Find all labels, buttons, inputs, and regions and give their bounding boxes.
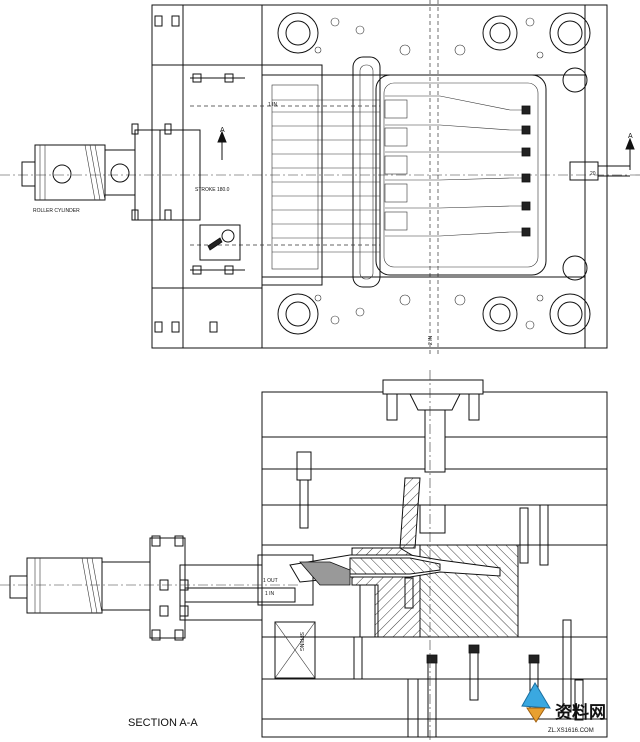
section-title: SECTION A-A	[128, 717, 198, 729]
watermark-url: ZL.XS1616.COM	[548, 728, 594, 734]
roller-cylinder-section	[9, 557, 151, 614]
limit-switch-plan	[199, 224, 241, 261]
guide-pillar-top-right	[549, 12, 591, 54]
dimension-label: 20	[590, 171, 596, 177]
in-label-section: 1 IN	[265, 591, 275, 597]
watermark-brand: 资料网	[555, 702, 606, 722]
spring-label: SPRING	[298, 632, 304, 651]
guide-pillar-bottom-right	[549, 293, 591, 335]
section-marker-left: A	[220, 127, 225, 134]
cylinder-label: ROLLER CYLINDER	[33, 208, 80, 214]
guide-pillar-top-left	[277, 12, 319, 54]
stroke-label: STROKE 180.0	[195, 187, 230, 193]
slider-bar	[352, 56, 381, 288]
section-marker-right: A	[628, 133, 633, 140]
out-label: 1 OUT	[263, 578, 278, 584]
sprue-bushing	[382, 379, 484, 473]
spring-box: SPRING	[274, 621, 316, 679]
roller-cylinder-plan	[21, 144, 136, 201]
cavity-insert	[375, 74, 547, 276]
guide-pillar-bottom-left	[277, 293, 319, 335]
plan-view: A A STROKE 180.0 1 IN ROLLER CYLINDER 20…	[0, 0, 640, 355]
in-label-plan: 1 IN	[268, 102, 278, 108]
watermark-logo: 资料网 ZL.XS1616.COM	[521, 682, 606, 734]
section-view: SPRING 1 OUT 1 IN SECTION A-A	[0, 370, 608, 742]
vertical-in-label: 2 IN	[428, 335, 434, 345]
